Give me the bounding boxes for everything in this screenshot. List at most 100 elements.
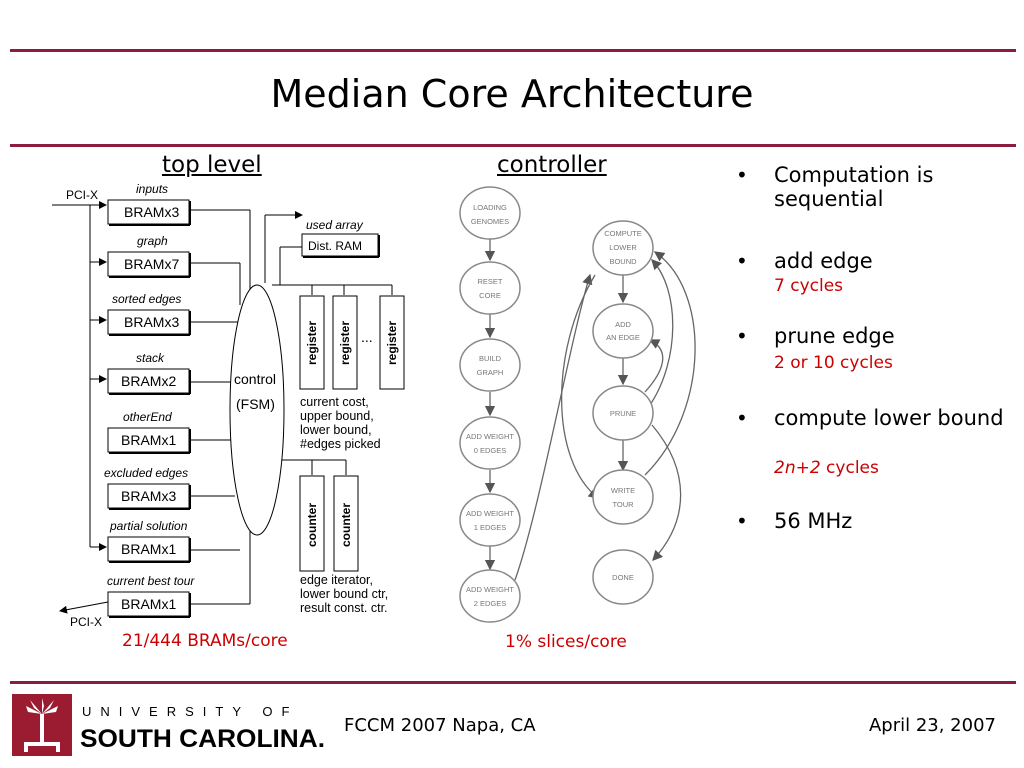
counter-box: [333, 475, 359, 572]
bram-caption: sorted edges: [112, 292, 181, 306]
register-note: #edges picked: [300, 437, 381, 451]
state-node-build: [459, 338, 521, 392]
bram-box: [107, 199, 190, 225]
bram-caption: graph: [137, 234, 168, 248]
dist-ram-label: Dist. RAM: [308, 239, 362, 253]
bullet-text: 56 MHz: [774, 509, 853, 533]
pcix-in-label: PCI-X: [66, 188, 98, 202]
register-label: register: [305, 321, 319, 365]
state-node-prune: [592, 385, 654, 441]
top-rule: [10, 49, 1016, 52]
state-label: CORE: [479, 291, 501, 300]
brams-note: 21/444 BRAMs/core: [122, 631, 288, 651]
state-label: COMPUTE: [604, 229, 642, 238]
counter-note: edge iterator,: [300, 573, 373, 587]
university-line2: SOUTH CAROLINA.: [80, 725, 325, 753]
bullet-subtext: 2 or 10 cycles: [774, 353, 893, 373]
state-label: ADD: [615, 320, 631, 329]
footer-date: April 23, 2007: [868, 715, 996, 736]
state-label: 1 EDGES: [474, 523, 507, 532]
counter-label: counter: [305, 503, 319, 547]
bram-label: BRAMx7: [124, 256, 179, 272]
state-node-write: [592, 469, 654, 525]
state-node-done: [592, 549, 654, 605]
state-node-compute: [592, 220, 654, 276]
bram-box: [107, 427, 190, 453]
state-label: GENOMES: [471, 217, 509, 226]
controller-heading: controller: [497, 152, 607, 178]
bullet-glyph: •: [736, 163, 748, 187]
bullet-glyph: •: [736, 406, 748, 430]
slices-note: 1% slices/core: [505, 632, 627, 652]
control-fsm-node: [229, 284, 285, 536]
title-rule: [10, 144, 1016, 147]
footer-event: FCCM 2007 Napa, CA: [344, 715, 536, 736]
counter-label: counter: [339, 503, 353, 547]
controller-diagram: LOADING GENOMES RESET CORE BUILD GRAPH A…: [459, 186, 696, 623]
state-node-aw1: [459, 493, 521, 547]
bullet-glyph: •: [736, 249, 748, 273]
bullet-glyph: •: [736, 509, 748, 533]
bram-caption: stack: [136, 351, 165, 365]
register-label: register: [338, 321, 352, 365]
state-label: 0 EDGES: [474, 446, 507, 455]
bram-caption: current best tour: [107, 574, 195, 588]
state-node-loading: [459, 186, 521, 240]
top-level-diagram: PCI-X PCI-X inputs graph sorted edges st…: [52, 182, 405, 629]
control-label: control: [234, 371, 276, 387]
state-label: WRITE: [611, 486, 635, 495]
bullet-text: compute lower bound: [774, 406, 1004, 430]
used-array-caption: used array: [306, 218, 364, 232]
top-level-heading: top level: [162, 152, 262, 178]
state-label: 2 EDGES: [474, 599, 507, 608]
fsm-label: (FSM): [236, 396, 275, 412]
register-box: [379, 295, 405, 390]
bram-label: BRAMx3: [124, 314, 179, 330]
bram-label: BRAMx1: [121, 596, 176, 612]
state-node-aw2: [459, 569, 521, 623]
bram-label: BRAMx1: [121, 432, 176, 448]
university-logo: UNIVERSITY OF SOUTH CAROLINA.: [12, 694, 325, 756]
state-label: BUILD: [479, 354, 502, 363]
bullet-text: Computation is sequential: [774, 163, 934, 211]
bram-box: [107, 591, 190, 617]
bram-box: [107, 251, 190, 277]
state-node-reset: [459, 261, 521, 315]
bram-caption: partial solution: [109, 519, 188, 533]
bullet-text: add edge: [774, 249, 873, 273]
register-box: [299, 295, 325, 390]
bullet-subtext-italic: 2n+2: [774, 458, 821, 478]
state-label: PRUNE: [610, 409, 636, 418]
register-box: [332, 295, 358, 390]
bullet-glyph: •: [736, 324, 748, 348]
state-label: BOUND: [609, 257, 637, 266]
state-label: GRAPH: [477, 368, 504, 377]
bram-label: BRAMx3: [121, 488, 176, 504]
state-label: AN EDGE: [606, 333, 640, 342]
bullet-text: prune edge: [774, 324, 895, 348]
bullet-subtext: 7 cycles: [774, 276, 844, 296]
state-label: ADD WEIGHT: [466, 509, 514, 518]
bullet-subtext: 2n+2 cycles: [774, 458, 879, 478]
state-label: ADD WEIGHT: [466, 585, 514, 594]
bram-caption: inputs: [136, 182, 168, 196]
state-label: TOUR: [612, 500, 634, 509]
state-node-aw0: [459, 416, 521, 470]
register-note: current cost,: [300, 395, 369, 409]
register-note: upper bound,: [300, 409, 374, 423]
bram-caption: otherEnd: [123, 410, 172, 424]
state-label: LOADING: [473, 203, 507, 212]
slide-title: Median Core Architecture: [270, 72, 754, 116]
state-label: DONE: [612, 573, 634, 582]
state-label: RESET: [477, 277, 502, 286]
state-node-add: [592, 303, 654, 359]
counter-note: result const. ctr.: [300, 601, 388, 615]
state-label: LOWER: [609, 243, 637, 252]
register-ellipsis: ...: [361, 329, 373, 345]
bram-label: BRAMx1: [121, 541, 176, 557]
register-note: lower bound,: [300, 423, 372, 437]
university-line1: UNIVERSITY OF: [82, 704, 298, 719]
register-label: register: [385, 321, 399, 365]
bram-label: BRAMx2: [121, 373, 176, 389]
pcix-out-label: PCI-X: [70, 615, 102, 629]
